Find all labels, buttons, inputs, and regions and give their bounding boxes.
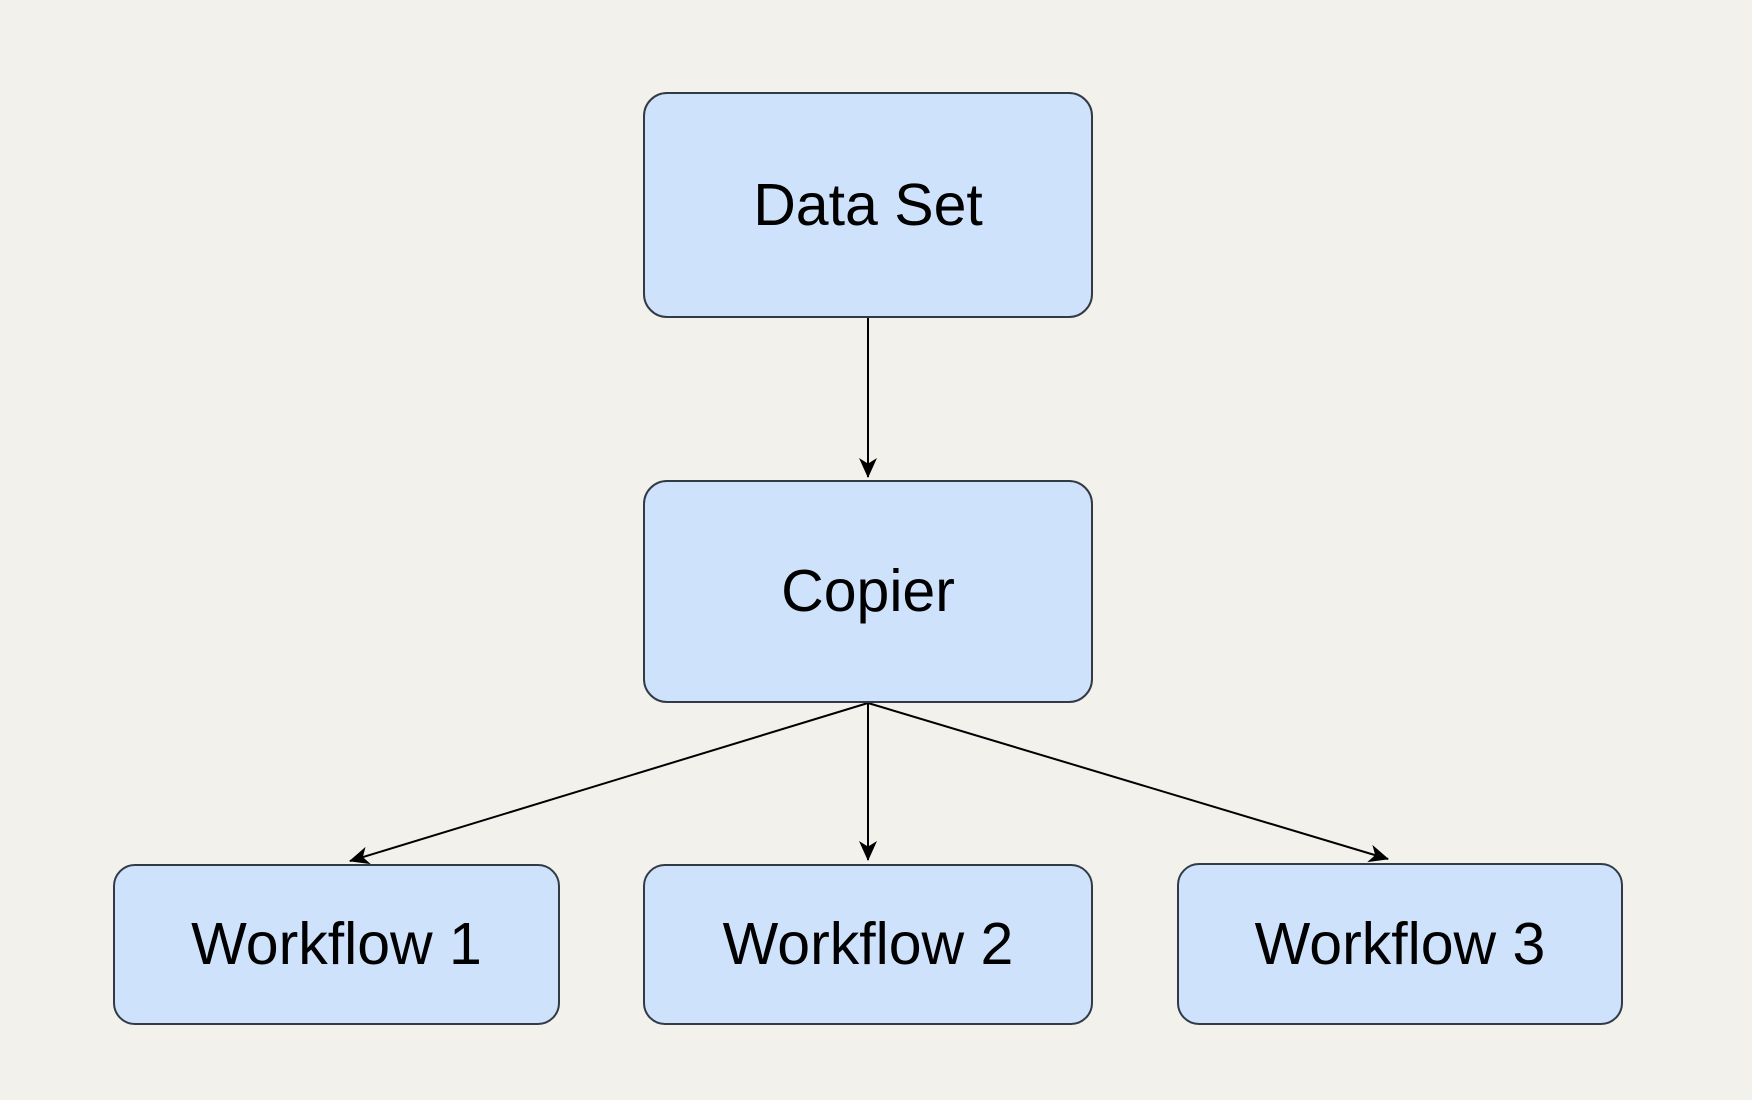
- node-workflow-1[interactable]: Workflow 1: [113, 864, 560, 1025]
- edge-copier-to-workflow-3: [867, 702, 1389, 863]
- edge-copier-to-workflow-1: [349, 702, 869, 865]
- node-workflow-2[interactable]: Workflow 2: [643, 864, 1093, 1025]
- node-data-set-label: Data Set: [753, 171, 983, 238]
- node-workflow-3-label: Workflow 3: [1254, 910, 1546, 977]
- node-workflow-1-label: Workflow 1: [191, 911, 482, 977]
- node-data-set[interactable]: Data Set: [643, 92, 1093, 318]
- node-workflow-2-label: Workflow 2: [722, 911, 1014, 977]
- node-copier[interactable]: Copier: [643, 480, 1093, 703]
- node-workflow-3[interactable]: Workflow 3: [1177, 863, 1623, 1025]
- node-copier-label: Copier: [781, 558, 955, 624]
